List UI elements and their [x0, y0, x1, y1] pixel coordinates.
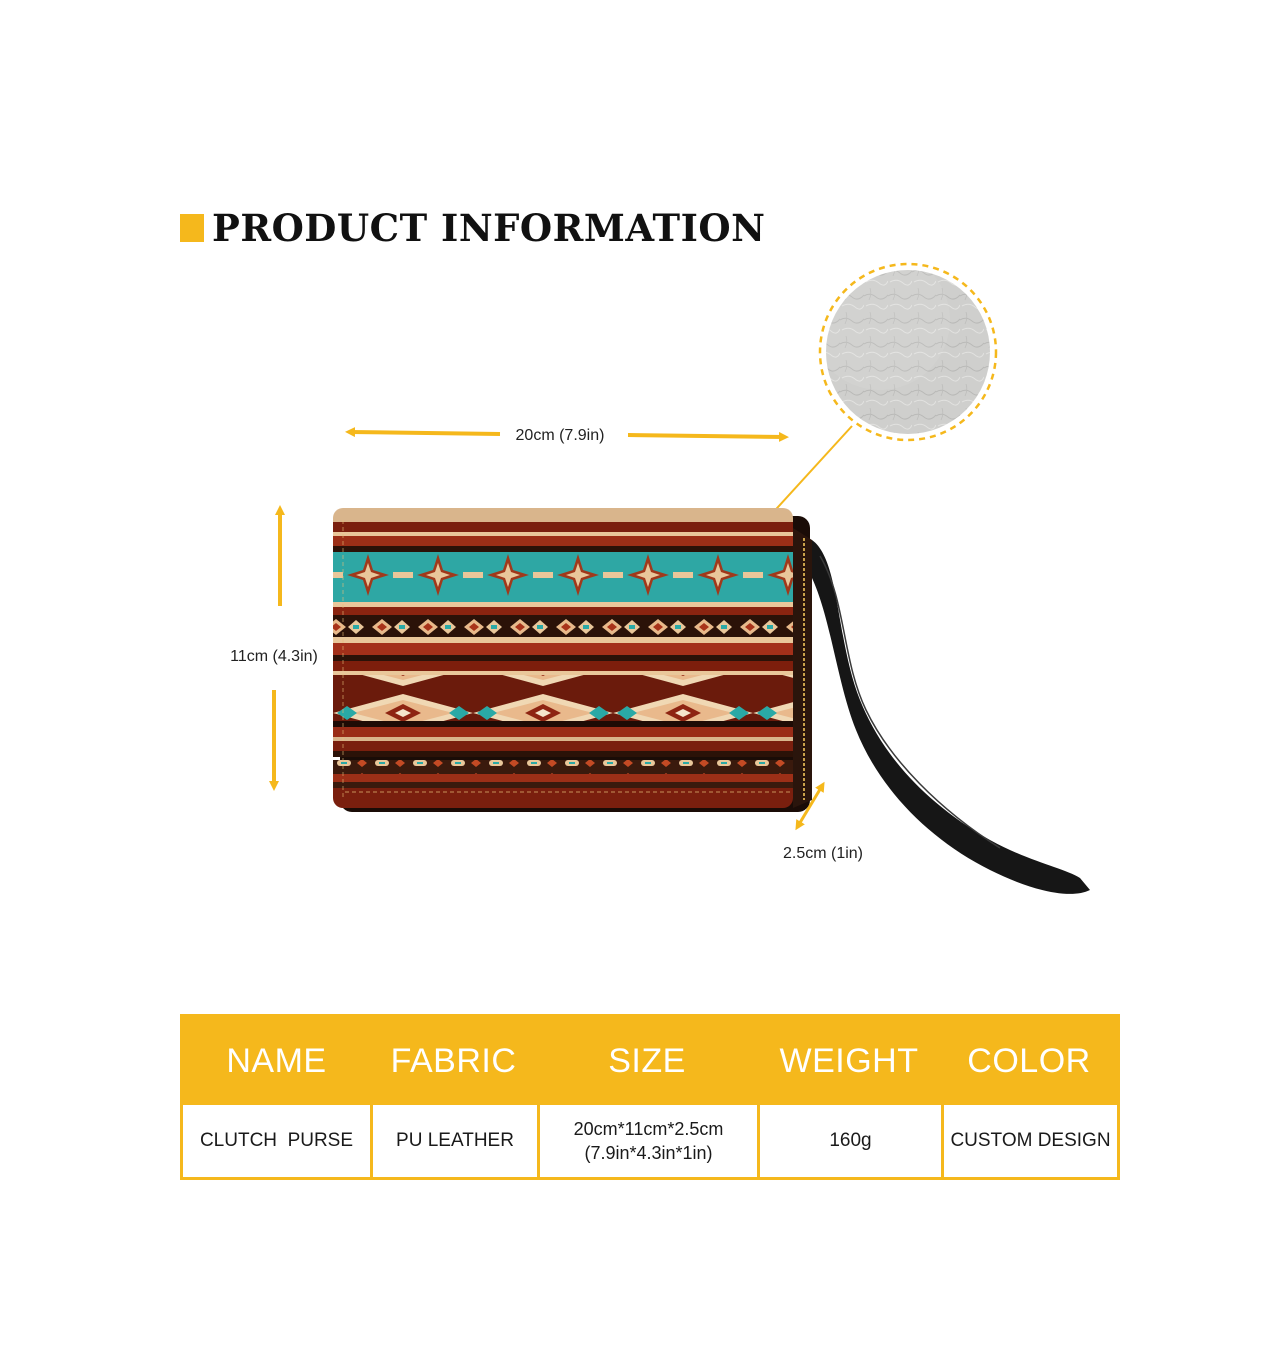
spec-header-weight: WEIGHT [779, 1041, 919, 1080]
double-arrow-horizontal-icon [627, 431, 789, 442]
depth-dimension: 2.5cm (1in) [783, 781, 863, 862]
double-arrow-diagonal-icon [795, 781, 825, 831]
page-title: PRODUCT INFORMATION [212, 206, 766, 250]
spec-header-fabric: FABRIC [390, 1041, 517, 1080]
width-dimension: 20cm (7.9in) [345, 427, 789, 444]
height-dimension: 11cm (4.3in) [230, 505, 318, 791]
spec-value-size-metric: 20cm*11cm*2.5cm [573, 1119, 724, 1139]
swatch-connector-line [767, 425, 853, 519]
spec-header-name: NAME [226, 1041, 327, 1080]
wallet-strap [808, 540, 1090, 894]
section-header: PRODUCT INFORMATION [180, 206, 765, 250]
spec-value-weight: 160g [757, 1105, 941, 1177]
section-marker [180, 214, 204, 242]
spec-value-size-imperial: (7.9in*4.3in*1in) [584, 1143, 713, 1163]
double-arrow-horizontal-icon [345, 427, 501, 438]
spec-header-size: SIZE [608, 1041, 686, 1080]
leather-swatch [818, 262, 998, 442]
clutch-wallet [333, 508, 812, 812]
spec-table: NAME FABRIC SIZE WEIGHT COLOR CLUTCH PUR… [180, 1014, 1120, 1180]
spec-value-size: 20cm*11cm*2.5cm (7.9in*4.3in*1in) [537, 1105, 757, 1177]
spec-value-fabric: PU LEATHER [370, 1105, 537, 1177]
depth-label: 2.5cm (1in) [783, 845, 863, 862]
product-illustration: 20cm (7.9in) 11cm (4.3in) 2.5cm (1in) [230, 262, 1090, 894]
spec-value-color: CUSTOM DESIGN [941, 1105, 1117, 1177]
height-label: 11cm (4.3in) [230, 648, 318, 665]
width-label: 20cm (7.9in) [516, 427, 605, 444]
spec-header-row: NAME FABRIC SIZE WEIGHT COLOR [183, 1017, 1117, 1105]
spec-value-name: CLUTCH PURSE [199, 1130, 354, 1151]
spec-header-color: COLOR [967, 1041, 1091, 1080]
spec-value-row: CLUTCH PURSE PU LEATHER 20cm*11cm*2.5cm … [183, 1105, 1117, 1177]
